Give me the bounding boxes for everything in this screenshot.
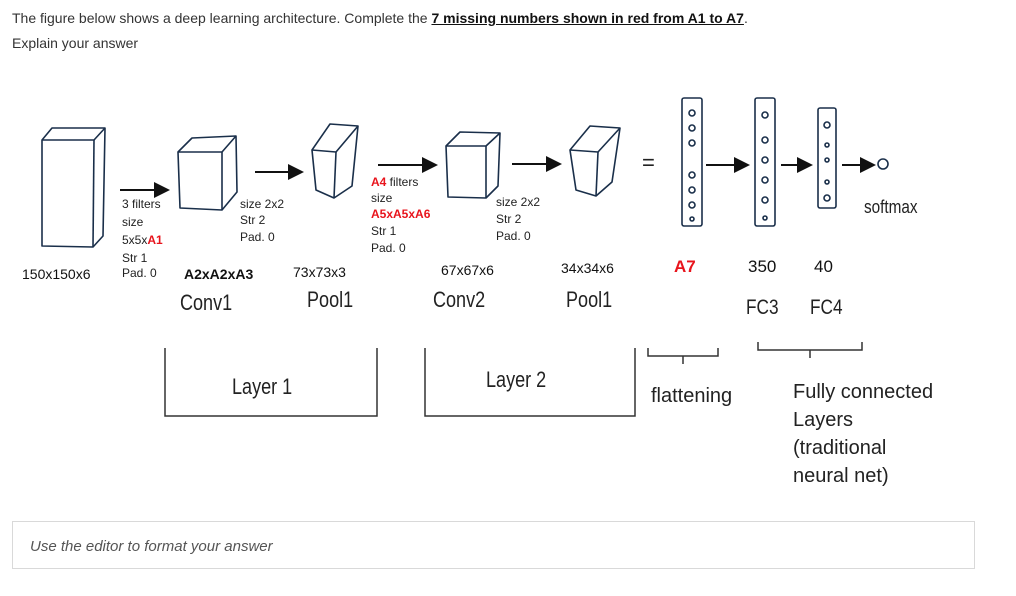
conv2-pad: Pad. 0 <box>371 241 406 255</box>
input-volume-shape <box>41 127 106 248</box>
conv2-label: Conv2 <box>433 287 486 312</box>
layer2-label: Layer 2 <box>486 367 547 392</box>
pool1-label: Pool1 <box>307 287 354 312</box>
conv1-label: Conv1 <box>180 290 233 315</box>
pool2-dim: 34x34x6 <box>561 260 614 276</box>
equals-sign: = <box>642 150 655 175</box>
conv2-volume-shape <box>445 131 501 199</box>
pool2-pad: Pad. 0 <box>496 229 531 243</box>
fc-brace <box>757 342 863 358</box>
conv2-stride: Str 1 <box>371 224 397 238</box>
pool2-stride: Str 2 <box>496 212 522 226</box>
flattening-brace <box>647 348 719 364</box>
question-period: . <box>743 10 748 26</box>
conv2-filters: A4 filters <box>371 175 418 189</box>
fc3-dim: 350 <box>748 257 777 276</box>
question-emphasis: 7 missing numbers shown in red from A1 t… <box>431 10 744 26</box>
pool1-pad: Pad. 0 <box>240 230 275 244</box>
fc-label-line2: Layers <box>793 409 854 431</box>
conv1-size-value: 5x5x <box>122 233 148 247</box>
layer2-bracket <box>424 348 636 417</box>
fc-label-line3: (traditional <box>793 437 887 459</box>
pool1-dim: 73x73x3 <box>293 264 346 280</box>
question-line1: The figure below shows a deep learning a… <box>12 10 748 26</box>
conv1-size-label: size <box>122 215 144 229</box>
missing-a7: A7 <box>674 257 696 276</box>
fc4-dim: 40 <box>814 257 833 276</box>
pool2-size: size 2x2 <box>496 195 541 209</box>
softmax-label: softmax <box>864 197 918 217</box>
missing-a1: A1 <box>147 233 163 247</box>
fc4-vector-shape <box>817 107 837 209</box>
editor-placeholder: Use the editor to format your answer <box>30 538 273 555</box>
fc3-label: FC3 <box>746 296 779 319</box>
pool1-stride: Str 2 <box>240 213 266 227</box>
question-line2: Explain your answer <box>12 35 139 51</box>
layer1-bracket <box>164 348 378 417</box>
conv1-volume-shape <box>177 135 238 211</box>
fc-label-line1: Fully connected <box>793 381 934 403</box>
architecture-diagram <box>41 97 889 417</box>
conv1-stride: Str 1 <box>122 251 148 265</box>
conv2-dim: 67x67x6 <box>441 262 494 278</box>
fc4-label: FC4 <box>810 296 843 319</box>
answer-editor[interactable]: Use the editor to format your answer <box>12 521 975 569</box>
conv1-size: 5x5xA1 <box>122 233 163 247</box>
input-dim: 150x150x6 <box>22 266 91 282</box>
softmax-output-shape <box>877 158 889 170</box>
flatten-vector-shape <box>681 97 703 227</box>
missing-a2-a3: A2xA2xA3 <box>184 266 254 282</box>
pool2-label: Pool1 <box>566 287 613 312</box>
pool2-volume-shape <box>569 125 621 197</box>
pool1-volume-shape <box>311 123 359 199</box>
conv1-filters: 3 filters <box>122 197 161 211</box>
missing-a5-a6: A5xA5xA6 <box>371 207 431 221</box>
conv2-filters-text: filters <box>386 175 419 189</box>
question-text: The figure below shows a deep learning a… <box>12 10 432 26</box>
missing-a4: A4 <box>371 175 387 189</box>
fc3-vector-shape <box>754 97 776 227</box>
conv2-size-label: size <box>371 191 393 205</box>
fc-label-line4: neural net) <box>793 465 889 487</box>
layer1-label: Layer 1 <box>232 374 293 399</box>
conv1-pad: Pad. 0 <box>122 266 157 280</box>
pool1-size: size 2x2 <box>240 197 285 211</box>
flattening-label: flattening <box>651 385 733 407</box>
